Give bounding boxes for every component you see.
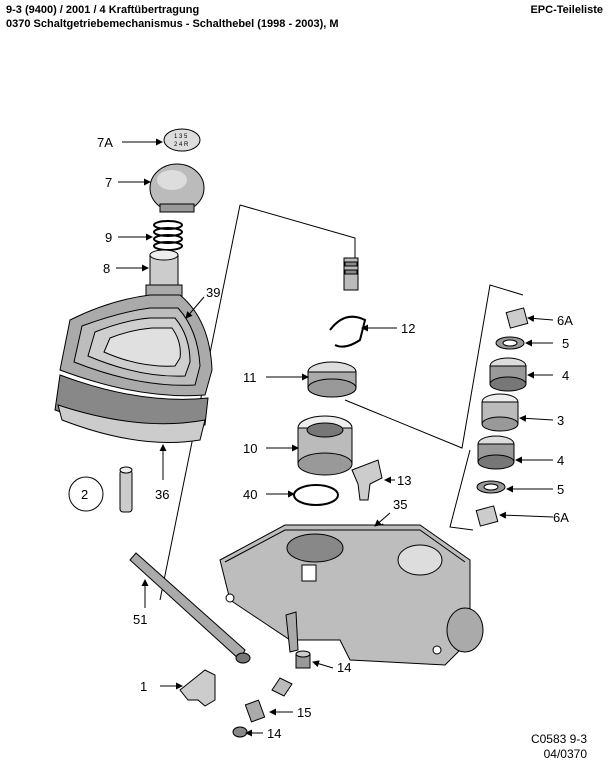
pin-part [119, 466, 133, 513]
callout-3: 3 [557, 413, 564, 428]
shift-rod-part [129, 552, 251, 664]
header-right-label: EPC-Teileliste [530, 4, 603, 16]
callout-35: 35 [393, 497, 407, 512]
o-ring-part [293, 484, 339, 506]
callout-5-bottom: 5 [557, 482, 564, 497]
footer-reference: 04/0370 [543, 747, 587, 761]
callout-4-bottom: 4 [557, 453, 564, 468]
shift-knob-part [149, 163, 205, 213]
callout-15: 15 [297, 705, 311, 720]
callout-13: 13 [397, 473, 411, 488]
link-rod-parts [232, 611, 311, 738]
callout-36: 36 [155, 487, 169, 502]
clip-part [351, 459, 383, 501]
callout-11: 11 [243, 370, 257, 385]
leader-lines [116, 138, 554, 737]
callout-7a: 7A [97, 135, 113, 150]
ball-socket-part [307, 361, 357, 398]
callout-7: 7 [105, 175, 112, 190]
callout-14-lower: 14 [267, 726, 281, 741]
bracket-part [179, 669, 216, 707]
callout-labels: 7A 7 9 8 39 12 11 10 40 13 35 2 36 51 1 … [81, 135, 573, 741]
callout-9: 9 [105, 230, 112, 245]
pivot-stud-part [343, 257, 359, 291]
callout-6a-top: 6A [557, 313, 573, 328]
callout-2: 2 [81, 487, 88, 502]
right-parts-stack [475, 307, 529, 527]
gear-housing-part [219, 524, 484, 666]
svg-text:2 4 R: 2 4 R [174, 142, 189, 148]
callout-circle-2 [68, 476, 104, 512]
callout-39: 39 [206, 285, 220, 300]
callout-5-top: 5 [562, 336, 569, 351]
svg-text:1 3 5: 1 3 5 [174, 134, 188, 140]
sleeve-part [145, 249, 183, 298]
callout-51: 51 [133, 612, 147, 627]
gaiter-boot-part [54, 294, 213, 443]
callout-14-upper: 14 [337, 660, 351, 675]
knob-insert-part: 1 3 5 2 4 R [163, 128, 201, 152]
circlip-part [329, 315, 367, 348]
callout-40: 40 [243, 487, 257, 502]
bushing-part [297, 415, 353, 476]
callout-4-top: 4 [562, 368, 569, 383]
spring-part [153, 220, 183, 251]
callout-1: 1 [140, 679, 147, 694]
footer-drawing-code: C0583 9-3 [530, 732, 587, 746]
callout-12: 12 [401, 321, 415, 336]
header-subtitle: 0370 Schaltgetriebemechanismus - Schalth… [6, 18, 339, 30]
callout-8: 8 [103, 261, 110, 276]
callout-6a-bottom: 6A [553, 510, 569, 525]
header-title: 9-3 (9400) / 2001 / 4 Kraftübertragung [6, 4, 200, 16]
callout-10: 10 [243, 441, 257, 456]
